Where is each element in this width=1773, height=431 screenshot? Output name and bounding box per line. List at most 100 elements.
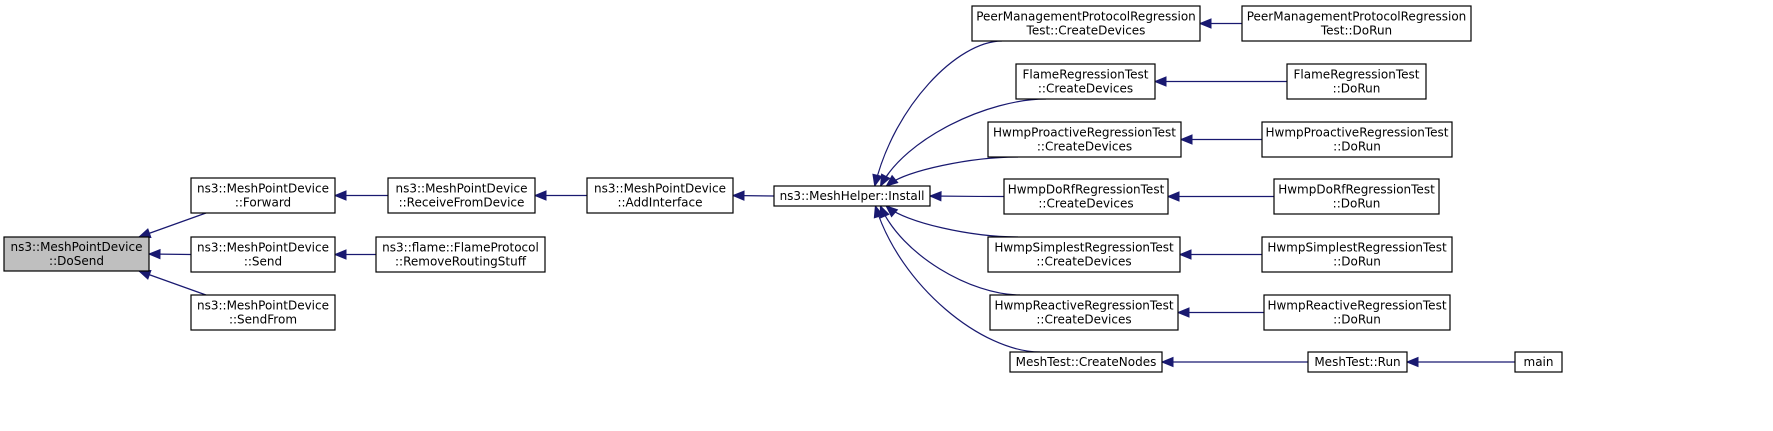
node-receivefromdevice[interactable]: ns3::MeshPointDevice::ReceiveFromDevice (387, 177, 536, 214)
arrowhead-icon (1176, 307, 1190, 318)
node-label: ns3::MeshPointDevice (594, 182, 726, 196)
node-label: HwmpReactiveRegressionTest (1267, 299, 1446, 313)
node-box (3, 236, 150, 272)
node-box (1003, 178, 1169, 215)
node-label: ::CreateDevices (1036, 255, 1131, 269)
node-box (1241, 5, 1472, 42)
node-hwmpreactive_dorun[interactable]: HwmpReactiveRegressionTest::DoRun (1263, 294, 1451, 331)
node-label: HwmpProactiveRegressionTest (1266, 126, 1449, 140)
edge-line (885, 156, 1019, 187)
node-send[interactable]: ns3::MeshPointDevice::Send (190, 236, 336, 273)
arrowhead-icon (873, 204, 884, 219)
node-label: ::Send (244, 255, 282, 269)
node-box (375, 236, 546, 273)
node-label: ::CreateDevices (1037, 140, 1132, 154)
node-label: Test::CreateDevices (1026, 24, 1146, 38)
node-box (773, 185, 931, 207)
node-label: ::DoRun (1333, 255, 1381, 269)
node-label: PeerManagementProtocolRegression (976, 10, 1196, 24)
arrowhead-icon (1198, 18, 1212, 29)
edge-line (138, 212, 207, 238)
node-label: main (1524, 355, 1554, 369)
edge-hwmpsimplest_dorun-to-hwmpsimplest_create (1178, 249, 1262, 260)
arrowhead-icon (333, 249, 347, 260)
edge-line (874, 205, 1041, 353)
node-sendfrom[interactable]: ns3::MeshPointDevice::SendFrom (190, 294, 336, 331)
node-label: ::CreateDevices (1036, 313, 1131, 327)
edge-main-to-meshtest_run (1405, 356, 1515, 368)
edge-line (879, 205, 1021, 296)
arrowhead-icon (1166, 191, 1180, 202)
edge-line (874, 40, 1003, 187)
node-box (1307, 351, 1408, 373)
node-box (987, 121, 1182, 158)
node-hwmpsimplest_dorun[interactable]: HwmpSimplestRegressionTest::DoRun (1261, 236, 1453, 273)
node-label: ns3::MeshPointDevice (395, 182, 527, 196)
node-box (1286, 63, 1427, 100)
node-label: ::SendFrom (229, 313, 297, 327)
arrowhead-icon (885, 174, 899, 187)
node-hwmpreactive_create[interactable]: HwmpReactiveRegressionTest::CreateDevice… (989, 294, 1179, 331)
node-addinterface[interactable]: ns3::MeshPointDevice::AddInterface (586, 177, 734, 214)
node-label: MeshTest::Run (1314, 355, 1400, 369)
node-label: ::CreateDevices (1038, 82, 1133, 96)
node-hwmpproactive_create[interactable]: HwmpProactiveRegressionTest::CreateDevic… (987, 121, 1182, 158)
arrowhead-icon (137, 228, 152, 239)
edge-send-to-dosend (147, 248, 192, 260)
node-label: HwmpSimplestRegressionTest (994, 241, 1174, 255)
edge-line (885, 205, 1019, 238)
node-label: HwmpDoRfRegressionTest (1278, 183, 1435, 197)
node-hwmpdorf_dorun[interactable]: HwmpDoRfRegressionTest::DoRun (1273, 178, 1440, 215)
arrowhead-icon (885, 205, 899, 218)
edge-install-to-addinterface (731, 190, 775, 201)
node-label: ns3::MeshPointDevice (197, 241, 329, 255)
node-flame_create[interactable]: FlameRegressionTest::CreateDevices (1015, 63, 1156, 100)
edges-layer (137, 18, 1515, 368)
arrowhead-icon (147, 248, 161, 260)
node-flame_dorun[interactable]: FlameRegressionTest::DoRun (1286, 63, 1427, 100)
edge-pmp_dorun-to-pmp_create (1198, 18, 1242, 29)
arrowhead-icon (1153, 76, 1167, 87)
node-box (1514, 351, 1563, 373)
node-label: ns3::MeshPointDevice (10, 240, 142, 254)
node-box (1009, 351, 1163, 373)
arrowhead-icon (533, 190, 547, 201)
node-label: ::DoRun (1333, 313, 1381, 327)
arrowhead-icon (1179, 134, 1193, 145)
node-box (190, 177, 336, 214)
node-label: MeshTest::CreateNodes (1016, 355, 1157, 369)
node-hwmpdorf_create[interactable]: HwmpDoRfRegressionTest::CreateDevices (1003, 178, 1169, 215)
node-label: ::DoRun (1333, 82, 1381, 96)
node-meshtest_run[interactable]: MeshTest::Run (1307, 351, 1408, 373)
node-label: ::DoSend (49, 254, 104, 268)
node-box (989, 294, 1179, 331)
node-label: HwmpSimplestRegressionTest (1267, 241, 1447, 255)
node-box (1261, 121, 1453, 158)
edge-pmp_create-to-install (872, 40, 1003, 188)
node-box (190, 236, 336, 273)
node-dosend[interactable]: ns3::MeshPointDevice::DoSend (3, 236, 150, 272)
nodes-layer: ns3::MeshPointDevice::DoSendns3::MeshPoi… (3, 5, 1563, 373)
edge-sendfrom-to-dosend (137, 269, 207, 296)
node-label: ::DoRun (1333, 197, 1381, 211)
node-pmp_dorun[interactable]: PeerManagementProtocolRegressionTest::Do… (1241, 5, 1472, 42)
node-label: ::RemoveRoutingStuff (395, 255, 527, 269)
node-box (586, 177, 734, 214)
node-main[interactable]: main (1514, 351, 1563, 373)
node-meshtest_createnodes[interactable]: MeshTest::CreateNodes (1009, 351, 1163, 373)
node-install[interactable]: ns3::MeshHelper::Install (773, 185, 931, 207)
arrowhead-icon (1178, 249, 1192, 260)
node-hwmpsimplest_create[interactable]: HwmpSimplestRegressionTest::CreateDevice… (987, 236, 1181, 273)
edge-hwmpproactive_create-to-install (885, 156, 1019, 187)
node-box (1263, 294, 1451, 331)
node-hwmpproactive_dorun[interactable]: HwmpProactiveRegressionTest::DoRun (1261, 121, 1453, 158)
node-forward[interactable]: ns3::MeshPointDevice::Forward (190, 177, 336, 214)
edge-hwmpreactive_dorun-to-hwmpreactive_create (1176, 307, 1264, 318)
node-box (1015, 63, 1156, 100)
node-removeroutingstuff[interactable]: ns3::flame::FlameProtocol::RemoveRouting… (375, 236, 546, 273)
node-pmp_create[interactable]: PeerManagementProtocolRegressionTest::Cr… (971, 5, 1201, 42)
node-label: FlameRegressionTest (1023, 68, 1149, 82)
edge-removeroutingstuff-to-send (333, 249, 376, 260)
edge-hwmpdorf_create-to-install (928, 191, 1005, 202)
